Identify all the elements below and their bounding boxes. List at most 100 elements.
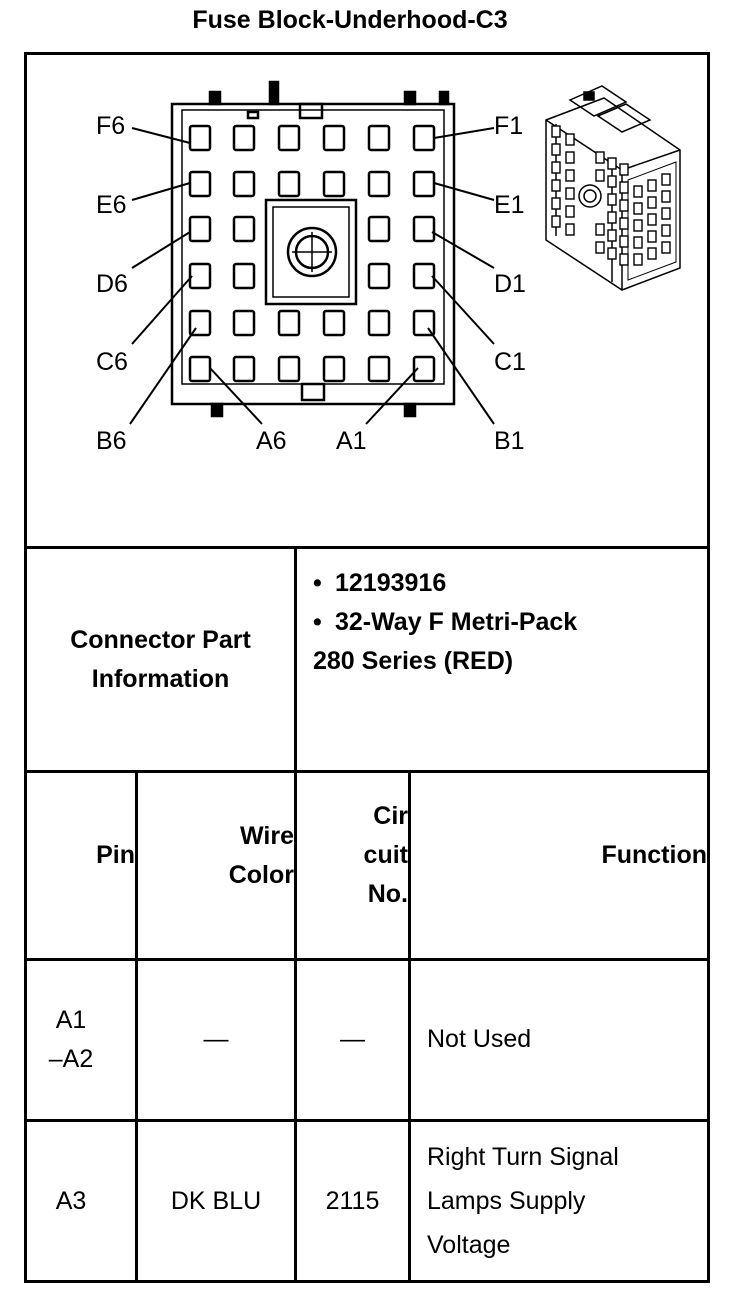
- terminal-cavity: [551, 215, 561, 228]
- pin-label-a1: A1: [336, 427, 367, 455]
- terminal-cavity: [595, 223, 605, 236]
- terminal-cavity: [551, 161, 561, 174]
- terminal-cavity: [232, 355, 256, 383]
- connector-info-values: • 12193916 • 32-Way F Metri-Pack 280 Ser…: [297, 564, 707, 770]
- pin-label-d6: D6: [96, 270, 128, 298]
- terminal-cavity: [633, 202, 643, 215]
- terminal-cavity: [188, 355, 212, 383]
- terminal-cavity: [412, 309, 436, 337]
- terminal-cavity: [367, 262, 391, 290]
- terminal-cavity: [565, 169, 575, 182]
- terminal-cavity: [277, 170, 301, 198]
- terminal-cavity: [647, 247, 657, 260]
- row1-pin-line1: A1: [55, 1006, 87, 1034]
- terminal-cavity: [277, 124, 301, 152]
- connector-diagram: F6 E6 D6 C6 B6 A6 A1 B1 C1 D1 E1 F1: [96, 80, 681, 455]
- terminal-cavity: [551, 143, 561, 156]
- row1-function-text: Not Used: [427, 1025, 532, 1053]
- terminal-cavity: [565, 151, 575, 164]
- header-function-text: Function: [601, 841, 707, 869]
- terminal-cavity: [633, 236, 643, 249]
- terminal-cavity: [367, 124, 391, 152]
- terminal-cavity: [412, 124, 436, 152]
- header-pin: Pin: [27, 773, 135, 958]
- terminal-cavity: [551, 179, 561, 192]
- row2-function-line1: Right Turn Signal: [427, 1143, 619, 1171]
- terminal-cavity: [607, 247, 617, 260]
- terminal-cavity: [412, 355, 436, 383]
- terminal-cavity: [412, 170, 436, 198]
- row2-pin-text: A3: [55, 1186, 87, 1215]
- pin-label-c6: C6: [96, 348, 128, 376]
- terminal-cavity: [232, 124, 256, 152]
- row1-pin: A1 –A2: [27, 961, 135, 1119]
- pin-label-f1: F1: [494, 112, 523, 140]
- row2-pin: A3: [27, 1122, 135, 1280]
- divider-circuit-column: [408, 770, 411, 1283]
- terminal-cavity: [188, 262, 212, 290]
- terminal-cavity: [322, 124, 346, 152]
- divider-diagram-bottom: [24, 546, 710, 549]
- row2-function-line3: Voltage: [427, 1231, 511, 1259]
- terminal-cavity: [607, 175, 617, 188]
- pin-label-a6: A6: [256, 427, 287, 455]
- terminal-cavity: [367, 215, 391, 243]
- terminal-cavity: [661, 224, 671, 237]
- terminal-cavity: [322, 170, 346, 198]
- terminal-cavity: [188, 309, 212, 337]
- terminal-cavity: [607, 193, 617, 206]
- terminal-cavity: [367, 309, 391, 337]
- terminal-cavity: [661, 207, 671, 220]
- pin-label-f6: F6: [96, 112, 125, 140]
- terminal-cavity: [322, 355, 346, 383]
- terminal-cavity: [595, 169, 605, 182]
- terminal-cavity: [607, 211, 617, 224]
- divider-row1-bottom: [24, 1119, 710, 1122]
- bullet: •: [313, 608, 322, 636]
- pin-label-b1: B1: [494, 427, 525, 455]
- terminal-cavity: [619, 217, 629, 230]
- terminal-cavity: [619, 199, 629, 212]
- terminal-cavity: [607, 229, 617, 242]
- row1-circuit: —: [297, 961, 408, 1119]
- connector-info-label: Connector Part Information: [27, 549, 294, 770]
- connector-info-label-line1: Connector Part: [70, 625, 251, 654]
- terminal-cavity: [277, 355, 301, 383]
- row2-circuit: 2115: [297, 1122, 408, 1280]
- pin-label-e6: E6: [96, 191, 127, 219]
- terminal-cavity: [232, 215, 256, 243]
- divider-info-bottom: [24, 770, 710, 773]
- connector-description-line2: 280 Series (RED): [313, 647, 514, 675]
- terminal-cavity: [551, 197, 561, 210]
- row2-wire-color-text: DK BLU: [170, 1186, 262, 1215]
- bullet: •: [313, 569, 322, 597]
- row1-circuit-text: —: [340, 1025, 365, 1053]
- terminal-cavity: [232, 262, 256, 290]
- terminal-cavity: [595, 241, 605, 254]
- terminal-cavity: [188, 170, 212, 198]
- terminal-cavity: [412, 262, 436, 290]
- terminal-cavity: [647, 179, 657, 192]
- terminal-cavity: [619, 181, 629, 194]
- terminal-cavity: [633, 185, 643, 198]
- row2-wire-color: DK BLU: [138, 1122, 294, 1280]
- part-number: 12193916: [335, 569, 447, 597]
- terminal-cavity: [277, 309, 301, 337]
- row2-function: Right Turn Signal Lamps Supply Voltage: [411, 1122, 707, 1280]
- pin-label-e1: E1: [494, 191, 525, 219]
- terminal-cavity: [551, 125, 561, 138]
- header-function: Function: [411, 773, 707, 958]
- divider-pin-column: [135, 770, 138, 1283]
- terminal-cavity: [412, 215, 436, 243]
- row2-function-line2: Lamps Supply: [427, 1187, 586, 1215]
- header-circuit: Cir cuit No.: [297, 773, 408, 958]
- row1-wire-color: —: [138, 961, 294, 1119]
- header-circuit-line2: cuit: [363, 841, 408, 869]
- divider-info-column: [294, 546, 297, 773]
- header-circuit-line3: No.: [367, 880, 408, 908]
- terminal-cavity: [661, 241, 671, 254]
- terminal-cavity: [647, 230, 657, 243]
- divider-wire-column: [294, 770, 297, 1283]
- header-wire-color: Wire Color: [138, 773, 294, 958]
- header-pin-text: Pin: [96, 841, 135, 869]
